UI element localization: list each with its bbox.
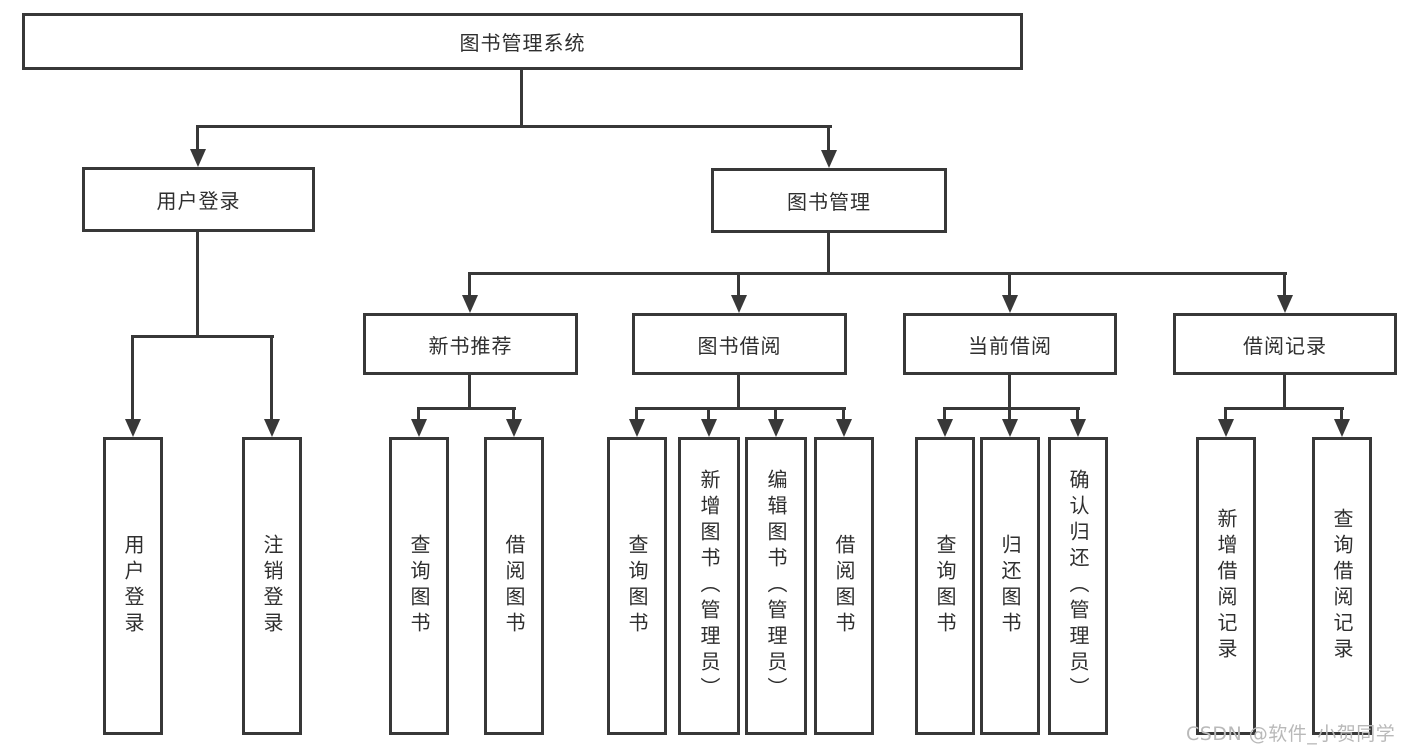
connector-line <box>774 407 777 423</box>
connector-line <box>1008 272 1011 299</box>
node-label: 新书推荐 <box>428 333 513 358</box>
connector-line <box>635 407 638 423</box>
arrowhead-down-icon <box>1070 419 1086 437</box>
node-label: 查询借阅记录 <box>1330 508 1354 664</box>
arrowhead-down-icon <box>411 419 427 437</box>
node-label: 借阅记录 <box>1243 333 1327 358</box>
arrowhead-down-icon <box>821 150 837 168</box>
connector-line <box>1224 407 1344 410</box>
connector-line <box>1283 375 1286 410</box>
node-label: 当前借阅 <box>968 333 1052 358</box>
node-label: 用户登录 <box>121 534 145 638</box>
connector-line <box>270 335 273 421</box>
connector-line <box>842 407 845 423</box>
node-label: 编辑图书（管理员） <box>764 469 788 703</box>
connector-line <box>1008 375 1011 410</box>
node-label: 新增借阅记录 <box>1214 508 1238 664</box>
arrowhead-down-icon <box>1218 419 1234 437</box>
connector-line <box>468 375 471 410</box>
node-book-borrow: 图书借阅 <box>632 313 847 375</box>
node-borrow-records: 借阅记录 <box>1173 313 1397 375</box>
arrowhead-down-icon <box>937 419 953 437</box>
node-label: 图书借阅 <box>697 333 782 358</box>
connector-line <box>737 272 740 299</box>
node-label: 确认归还（管理员） <box>1066 469 1090 703</box>
connector-line <box>468 272 471 299</box>
leaf-query-borrow-record: 查询借阅记录 <box>1312 437 1372 735</box>
node-label: 归还图书 <box>998 534 1022 638</box>
leaf-logout: 注销登录 <box>242 437 302 735</box>
csdn-watermark: CSDN @软件_小贺同学 <box>1186 723 1396 745</box>
connector-line <box>417 407 420 423</box>
node-label: 借阅图书 <box>502 534 526 638</box>
connector-line <box>1340 407 1343 423</box>
connector-line <box>1283 272 1286 299</box>
arrowhead-down-icon <box>731 295 747 313</box>
connector-line <box>196 125 199 153</box>
node-label: 注销登录 <box>260 534 284 638</box>
connector-line <box>468 272 1287 275</box>
node-current-borrow: 当前借阅 <box>903 313 1117 375</box>
node-label: 查询图书 <box>933 534 957 638</box>
arrowhead-down-icon <box>1334 419 1350 437</box>
arrowhead-down-icon <box>190 149 206 167</box>
connector-line <box>520 70 523 128</box>
connector-line <box>131 335 134 421</box>
node-root-library-management-system: 图书管理系统 <box>22 13 1023 70</box>
leaf-borrow-books: 借阅图书 <box>814 437 874 735</box>
connector-line <box>943 407 1080 410</box>
leaf-query-books: 查询图书 <box>915 437 975 735</box>
connector-line <box>635 407 846 410</box>
leaf-add-books-admin: 新增图书（管理员） <box>678 437 740 735</box>
connector-line <box>417 407 516 410</box>
connector-line <box>131 335 274 338</box>
node-label: 查询图书 <box>625 534 649 638</box>
connector-line <box>512 407 515 423</box>
leaf-borrow-books: 借阅图书 <box>484 437 544 735</box>
connector-line <box>1076 407 1079 423</box>
leaf-add-borrow-record: 新增借阅记录 <box>1196 437 1256 735</box>
connector-line <box>707 407 710 423</box>
arrowhead-down-icon <box>629 419 645 437</box>
arrowhead-down-icon <box>768 419 784 437</box>
arrowhead-down-icon <box>1277 295 1293 313</box>
connector-line <box>827 125 830 154</box>
leaf-return-books: 归还图书 <box>980 437 1040 735</box>
arrowhead-down-icon <box>1002 419 1018 437</box>
connector-line <box>1008 407 1011 423</box>
leaf-query-books: 查询图书 <box>389 437 449 735</box>
arrowhead-down-icon <box>836 419 852 437</box>
connector-line <box>737 375 740 410</box>
arrowhead-down-icon <box>506 419 522 437</box>
arrowhead-down-icon <box>462 295 478 313</box>
node-book-management: 图书管理 <box>711 168 947 233</box>
leaf-confirm-return-admin: 确认归还（管理员） <box>1048 437 1108 735</box>
node-user-login: 用户登录 <box>82 167 315 232</box>
node-label: 查询图书 <box>407 534 431 638</box>
connector-line <box>827 233 830 275</box>
arrowhead-down-icon <box>1002 295 1018 313</box>
connector-line <box>943 407 946 423</box>
leaf-user-login: 用户登录 <box>103 437 163 735</box>
node-label: 用户登录 <box>156 189 241 213</box>
arrowhead-down-icon <box>264 419 280 437</box>
connector-line <box>1224 407 1227 423</box>
node-label: 图书管理 <box>787 190 871 214</box>
node-label: 借阅图书 <box>832 534 856 638</box>
node-new-book-recommend: 新书推荐 <box>363 313 578 375</box>
node-label: 新增图书（管理员） <box>697 469 721 703</box>
arrowhead-down-icon <box>701 419 717 437</box>
node-label: 图书管理系统 <box>459 31 586 55</box>
connector-line <box>196 125 832 128</box>
arrowhead-down-icon <box>125 419 141 437</box>
connector-line <box>196 232 199 338</box>
leaf-query-books: 查询图书 <box>607 437 667 735</box>
leaf-edit-books-admin: 编辑图书（管理员） <box>745 437 807 735</box>
